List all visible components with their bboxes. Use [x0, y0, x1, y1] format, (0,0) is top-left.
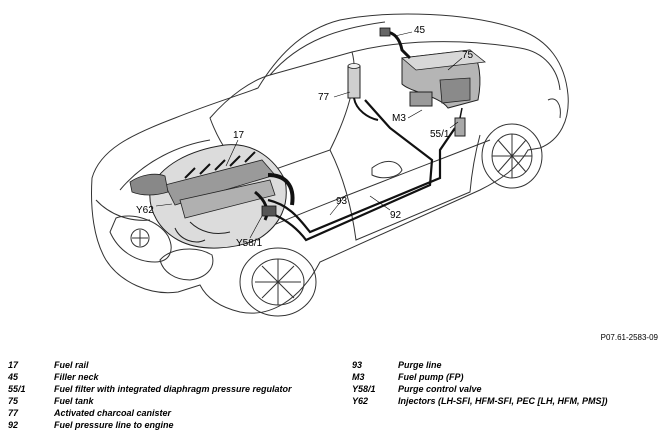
legend-desc: Activated charcoal canister [54, 408, 172, 418]
legend-row: 77 Activated charcoal canister [8, 407, 348, 419]
legend-desc: Filler neck [54, 372, 99, 382]
legend-code: 17 [8, 360, 19, 370]
legend-code: Y62 [352, 396, 369, 406]
legend-row: Y62 Injectors (LH-SFI, HFM-SFI, PEC [LH, … [352, 395, 658, 407]
legend-desc: Fuel pump (FP) [398, 372, 464, 382]
callout-93: 93 [336, 196, 348, 207]
legend-row: M3 Fuel pump (FP) [352, 371, 658, 383]
callout-labels: 45 75 77 M3 55/1 17 93 92 Y62 Y58/1 [136, 25, 474, 249]
legend-desc: Injectors (LH-SFI, HFM-SFI, PEC [LH, HFM… [398, 396, 608, 406]
callout-45: 45 [414, 25, 426, 36]
car-body-outline [91, 13, 569, 317]
fuel-filter [454, 107, 466, 137]
legend-row: 45 Filler neck [8, 371, 348, 383]
purge-line [274, 99, 434, 242]
callout-leaders [155, 31, 463, 239]
legend-row: 93 Purge line [352, 359, 658, 371]
legend-row: Y58/1 Purge control valve [352, 383, 658, 395]
callout-17: 17 [233, 130, 245, 141]
legend-left: 17 Fuel rail 45 Filler neck 55/1 Fuel filte… [8, 359, 348, 431]
legend-code: 45 [8, 372, 19, 382]
fuel-pressure-line [267, 127, 456, 234]
legend-desc: Fuel rail [54, 360, 89, 370]
callout-92: 92 [390, 210, 402, 221]
callout-75: 75 [462, 50, 474, 61]
engine-assembly [129, 144, 287, 249]
legend-code: M3 [352, 372, 365, 382]
fuel-lines [254, 99, 456, 242]
legend-desc: Purge line [398, 360, 442, 370]
legend-code: Y58/1 [352, 384, 376, 394]
fuel-tank [401, 49, 486, 109]
legend-code: 77 [8, 408, 19, 418]
legend-code: 75 [8, 396, 19, 406]
legend-right: 93 Purge line M3 Fuel pump (FP) Y58/1 Purge… [352, 359, 658, 407]
legend-desc: Purge control valve [398, 384, 482, 394]
legend-desc: Fuel filter with integrated diaphragm pr… [54, 384, 292, 394]
callout-m3: M3 [392, 113, 406, 124]
fuel-system-diagram: 45 75 77 M3 55/1 17 93 92 Y62 Y58/1 [91, 13, 569, 317]
figure-reference: P07.61-2583-09 [600, 333, 658, 342]
legend-row: 55/1 Fuel filter with integrated diaphrag… [8, 383, 348, 395]
callout-55-1: 55/1 [430, 129, 450, 140]
legend-code: 92 [8, 420, 19, 430]
callout-y58-1: Y58/1 [236, 238, 263, 249]
legend-desc: Fuel tank [54, 396, 94, 406]
legend-row: 17 Fuel rail [8, 359, 348, 371]
legend-code: 93 [352, 360, 363, 370]
filler-neck [379, 27, 412, 60]
legend-row: 92 Fuel pressure line to engine [8, 419, 348, 431]
callout-77: 77 [318, 92, 330, 103]
charcoal-canister [347, 63, 379, 121]
fuel-pump [409, 91, 433, 107]
callout-y62: Y62 [136, 205, 154, 216]
legend-row: 75 Fuel tank [8, 395, 348, 407]
purge-control-valve [261, 205, 277, 217]
legend-code: 55/1 [8, 384, 26, 394]
legend-desc: Fuel pressure line to engine [54, 420, 174, 430]
